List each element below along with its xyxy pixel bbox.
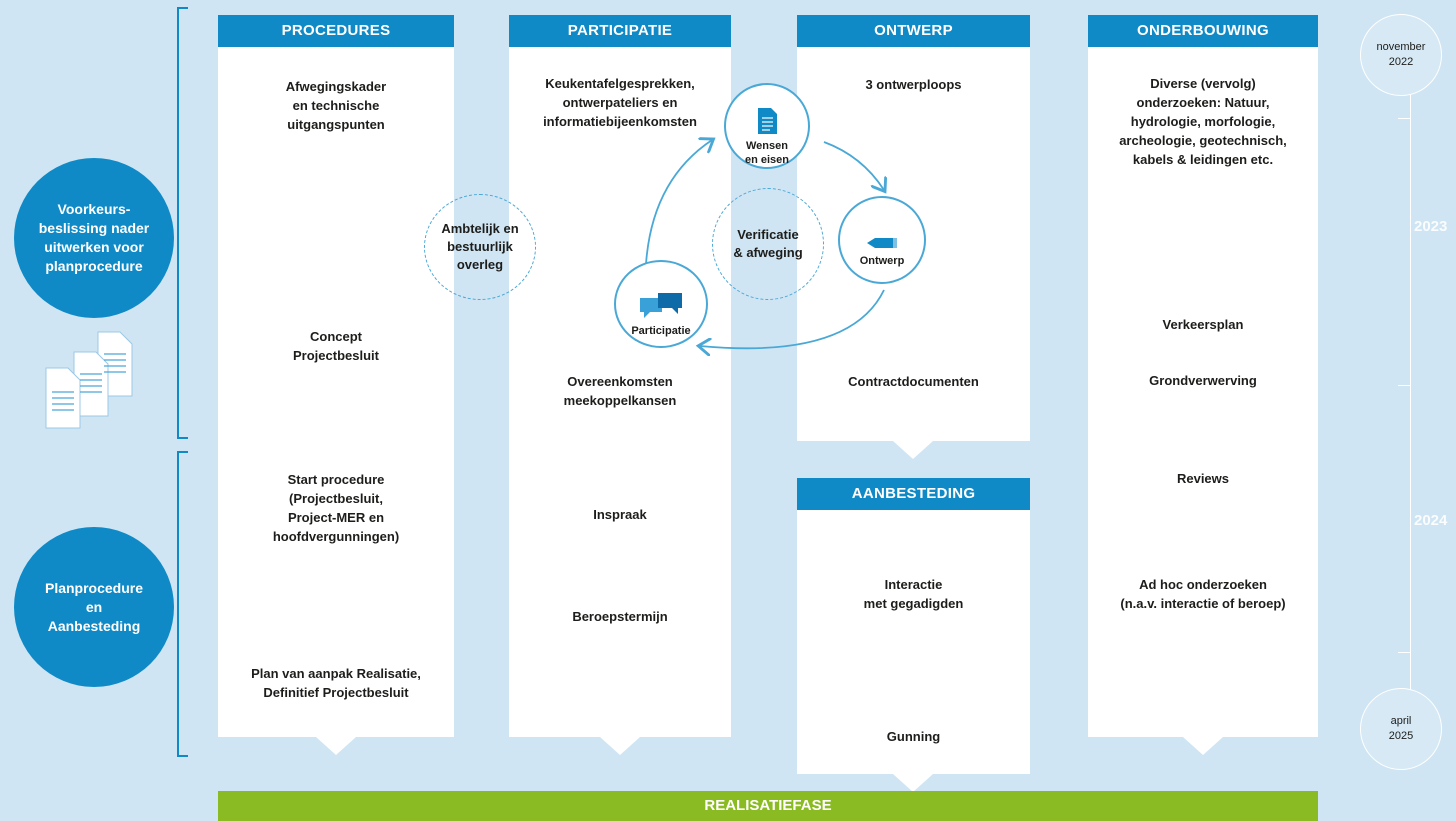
participatie-item-4: Beroepstermijn	[572, 609, 668, 624]
onderbouwing-item-5: Ad hoc onderzoeken (n.a.v. interactie of…	[1120, 577, 1286, 611]
realisatiefase-label: REALISATIEFASE	[704, 797, 832, 814]
year-2023: 2023	[1414, 218, 1448, 235]
year-2024: 2024	[1414, 512, 1448, 529]
node-participatie: Participatie	[614, 260, 708, 348]
phase-brackets	[177, 7, 188, 757]
arrow-aanbesteding	[893, 774, 933, 792]
participatie-item-2: Overeenkomsten meekoppelkansen	[563, 374, 677, 408]
phase1-label: Voorkeurs- beslissing nader uitwerken vo…	[38, 201, 150, 274]
phase-circle-planprocedure: Planprocedure en Aanbesteding	[14, 527, 174, 687]
procedures-item-4: Plan van aanpak Realisatie, Definitief P…	[251, 666, 421, 700]
aanbesteding-item-1: Interactie met gegadigden	[863, 577, 964, 611]
verificatie-label: Verificatie & afweging	[733, 227, 803, 260]
participatie-item-3: Inspraak	[593, 507, 647, 522]
onderbouwing-item-2: Verkeersplan	[1162, 317, 1244, 332]
participatie-item-1: Keukentafelgesprekken, ontwerpateliers e…	[543, 76, 697, 129]
onderbouwing-item-4: Reviews	[1176, 471, 1230, 486]
onderbouwing-item-3: Grondverwerving	[1149, 373, 1257, 388]
arrow-ontwerp	[893, 441, 933, 459]
header-procedures: PROCEDURES	[218, 15, 454, 47]
timeline-start: november 2022	[1360, 14, 1442, 96]
chat-bubbles-icon	[640, 293, 682, 318]
header-ontwerp: ONTWERP	[797, 15, 1030, 47]
documents-icon	[45, 331, 133, 429]
aanbesteding-item-2: Gunning	[886, 729, 941, 744]
overleg-circle: Ambtelijk en bestuurlijk overleg	[424, 194, 536, 300]
cycle-arrows	[645, 80, 920, 380]
header-aanbesteding: AANBESTEDING	[797, 478, 1030, 510]
ontwerp-item-1: 3 ontwerploops	[865, 77, 962, 92]
arrow-participatie	[600, 737, 640, 755]
realisatiefase-bar: REALISATIEFASE	[218, 791, 1318, 821]
arrow-onderbouwing	[1183, 737, 1223, 755]
timeline-line	[1410, 90, 1411, 690]
arrow-procedures	[316, 737, 356, 755]
node-ontwerp: Ontwerp	[838, 196, 926, 284]
timeline-start-label: november 2022	[1376, 41, 1426, 68]
wensen-label: Wensen en eisen	[744, 140, 790, 166]
timeline-end-label: april 2025	[1388, 715, 1414, 742]
overleg-label: Ambtelijk en bestuurlijk overleg	[441, 221, 519, 272]
phase2-label: Planprocedure en Aanbesteding	[44, 579, 144, 634]
document-icon	[758, 108, 777, 134]
header-onderbouwing: ONDERBOUWING	[1088, 15, 1318, 47]
column-aanbesteding	[797, 478, 1030, 774]
column-participatie	[509, 15, 731, 737]
column-onderbouwing	[1088, 15, 1318, 737]
procedures-item-2: Concept Projectbesluit	[293, 329, 379, 363]
verificatie-circle: Verificatie & afweging	[712, 188, 824, 300]
timeline-tick	[1398, 652, 1410, 653]
header-participatie: PARTICIPATIE	[509, 15, 731, 47]
ontwerp-label: Ontwerp	[859, 255, 905, 267]
pencil-icon	[867, 238, 897, 248]
column-procedures	[218, 15, 454, 737]
timeline-end: april 2025	[1360, 688, 1442, 770]
procedures-item-1: Afwegingskader en technische uitgangspun…	[285, 79, 387, 132]
ontwerp-item-2: Contractdocumenten	[848, 374, 979, 389]
node-wensen-en-eisen: Wensen en eisen	[724, 83, 810, 169]
procedures-item-3: Start procedure (Projectbesluit, Project…	[272, 472, 400, 544]
participatie-label: Participatie	[631, 325, 691, 337]
timeline-tick	[1398, 118, 1410, 119]
phase-circle-voorkeursbeslissing: Voorkeurs- beslissing nader uitwerken vo…	[14, 158, 174, 318]
timeline-tick	[1398, 385, 1410, 386]
onderbouwing-item-1: Diverse (vervolg) onderzoeken: Natuur, h…	[1119, 76, 1287, 167]
